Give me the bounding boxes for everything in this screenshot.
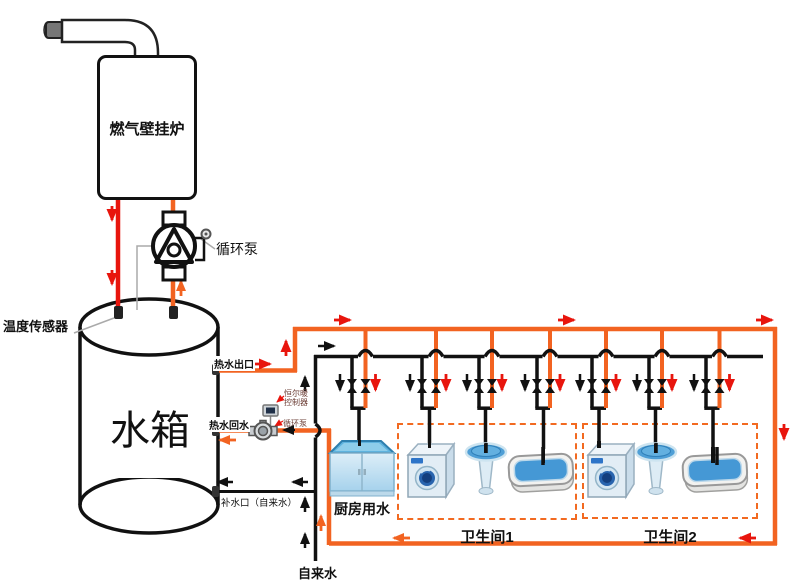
pump-hub [166,242,182,258]
temp-sensor-leader [73,317,115,334]
temp-sensor-label: 温度传感器 [3,319,69,334]
fixture-pipe-stub [483,444,487,453]
cabinet-base [329,490,395,497]
fixture-pipe-stub [653,444,657,453]
hot-return-label: 热水回水 [208,417,250,432]
sink-base [478,487,494,495]
valve-icon [487,379,497,393]
hot-outlet-label: 热水出口 [213,356,255,371]
bathroom2-zone [582,423,758,519]
boiler-pump-icon [151,210,212,282]
pump-triangle [154,227,194,264]
bathtub-icon [681,447,749,493]
controller-icon [262,404,279,427]
bathroom1-label: 卫生间1 [460,529,514,546]
flue-cap [45,21,64,39]
return-pump-icon [248,419,278,441]
fixture-pipe-stub [541,447,545,463]
sink-base [648,487,664,495]
water-tank [78,297,220,535]
return-pump-hub [257,425,269,437]
crossover-bump [427,348,445,358]
valve-icon [360,379,371,393]
controller-label: 恒尔暖 控制器 [284,389,308,407]
valve-icon [601,379,611,393]
boiler-label: 燃气壁挂炉 [109,121,185,138]
crossover-bump [541,348,559,358]
tank-label: 水箱 [110,409,190,453]
bathroom2-label: 卫生间2 [643,529,697,546]
flow-arrow [274,419,284,427]
washer-drum [422,473,432,483]
valve-icon [532,379,542,393]
flow-arrow [276,394,285,403]
cabinet-counter-top [335,443,388,451]
washing-machine-icon [586,441,636,500]
washer-panel [591,458,603,464]
valve-icon [657,379,667,393]
valve-icon [587,379,597,393]
tub-water [513,457,569,483]
valve-icon [714,379,725,393]
crossover-bump [710,348,729,358]
valve-icon [701,379,711,393]
valve-icon [431,379,441,393]
makeup-port [212,486,219,497]
valve-icon [545,379,555,393]
valve-icon [417,379,427,393]
crossover-bump [314,422,322,439]
kitchen-cabinet-icon [327,440,397,497]
valve-icon [347,379,357,393]
temp-sensor-icon [169,306,178,319]
cabinet-handle [363,469,366,475]
makeup-inlet-label: 补水口（自来水） [221,498,298,509]
crossover-bump [597,348,615,358]
washer-panel [411,458,423,464]
kitchen-water-label: 厨房用水 [334,501,390,517]
fixture-pipe-stub [597,441,601,448]
washer-highlight [420,469,431,474]
crossover-bump [483,348,501,358]
washing-machine-icon [406,441,456,500]
return-pump-label: 循环泵 [283,419,307,428]
pump-sensor-dot [204,232,208,236]
fixture-pipe-stub [711,447,715,463]
controller-screen [266,407,275,414]
temp-sensor-icon [114,306,123,319]
crossover-bump [356,348,375,358]
washer-highlight [600,469,611,474]
valve-icon [644,379,654,393]
crossover-bump [653,348,671,358]
sink-pedestal [478,457,494,492]
fixture-pipe-stub [357,440,361,446]
boiler-box [97,55,197,200]
sink-pedestal [648,457,664,492]
tap-water-label: 自来水 [298,566,338,581]
boiler-pump-label: 循环泵 [216,241,258,257]
sensor-wire [136,245,153,310]
tub-water [687,457,743,483]
fixture-pipe-stub [427,441,431,448]
valve-icon [474,379,484,393]
pump-bracket [195,236,206,262]
cabinet-handle [358,469,361,475]
controller-label-line2: 控制器 [284,398,308,407]
controller-label-line1: 恒尔暖 [284,389,308,398]
washer-drum [602,473,612,483]
